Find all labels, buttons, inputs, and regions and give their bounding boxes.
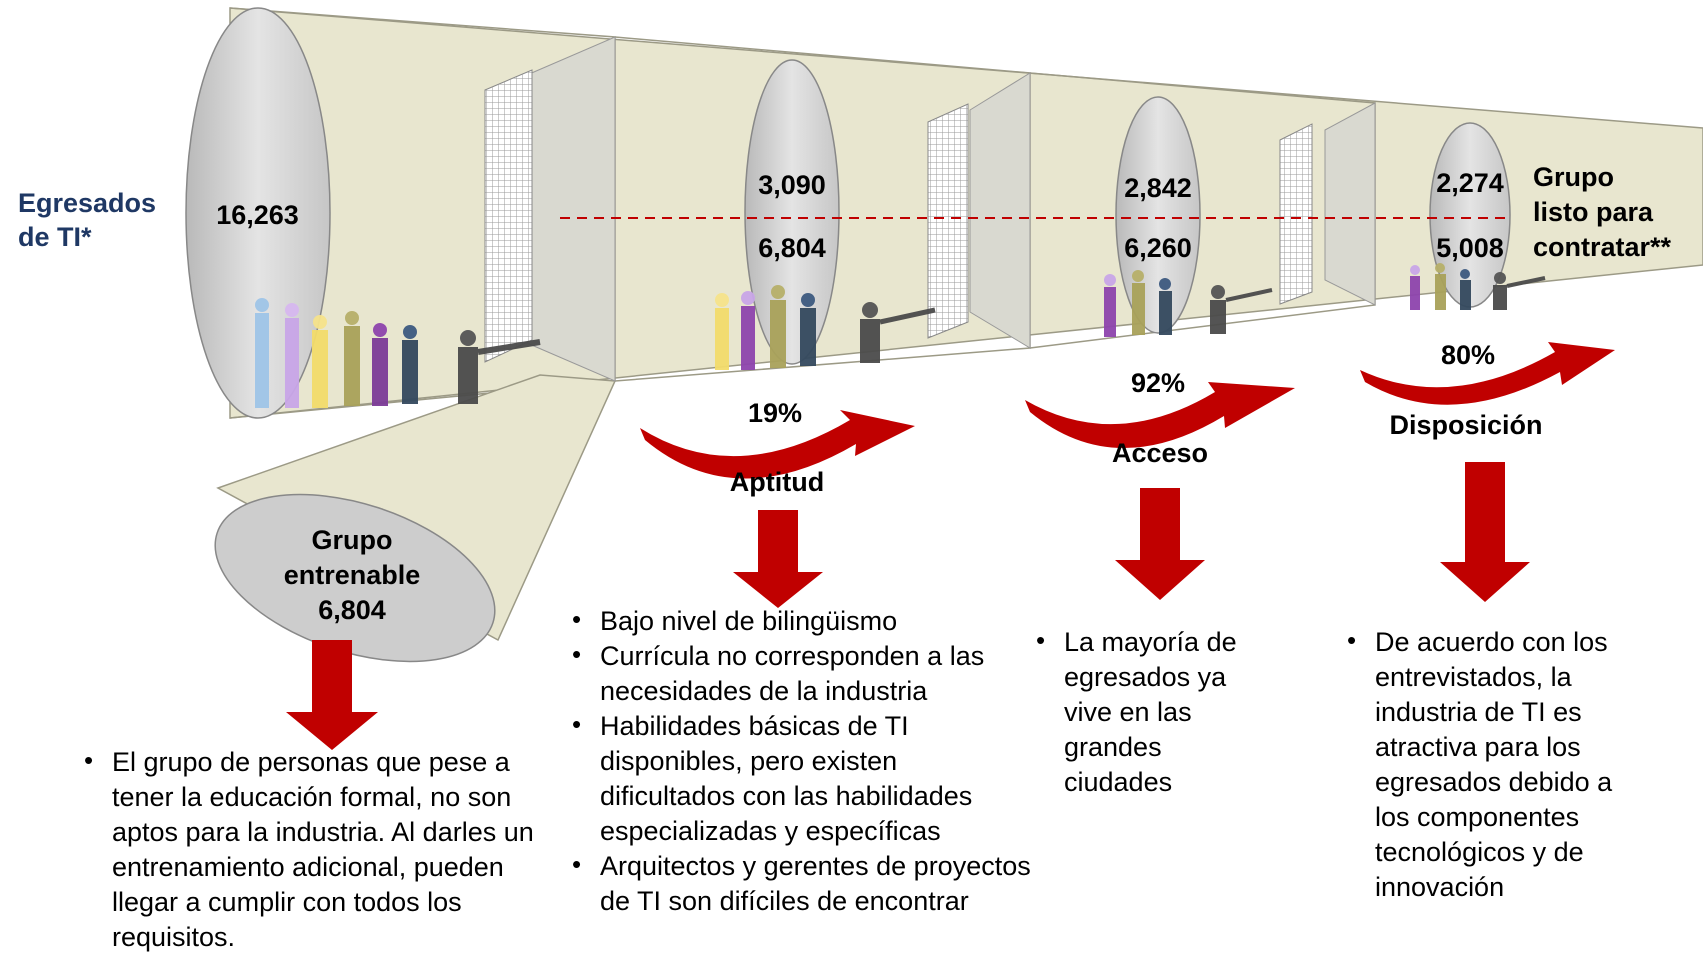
stage-1-top-value: 3,090 — [758, 170, 826, 200]
trainable-value: 6,804 — [318, 595, 386, 625]
trainable-line2: entrenable — [283, 560, 421, 590]
trainable-line1: Grupo — [311, 525, 393, 555]
people-group-1 — [255, 298, 541, 408]
disposicion-note-1: De acuerdo con los entrevistados, la ind… — [1341, 623, 1641, 905]
disposicion-notes: De acuerdo con los entrevistados, la ind… — [1341, 623, 1641, 905]
acceso-curve-arrow — [1025, 382, 1295, 449]
stage-2-top-value: 2,842 — [1124, 173, 1192, 203]
people-group-4 — [1410, 263, 1546, 310]
acceso-percent: 92% — [1130, 368, 1186, 398]
filter-grid-1 — [484, 69, 533, 363]
start-label-text: Egresados de TI* — [18, 188, 157, 252]
disposicion-percent: 80% — [1440, 340, 1496, 370]
stage-2-bottom-value: 6,260 — [1124, 233, 1192, 263]
people-group-3 — [1104, 270, 1273, 337]
aptitud-note-1: Bajo nivel de bilingüismo — [566, 602, 1036, 639]
disposicion-curve-arrow — [1360, 342, 1615, 405]
acceso-notes: La mayoría de egresados ya vive en las g… — [1030, 623, 1265, 800]
end-label: Grupo listo para contratar** — [1533, 160, 1671, 265]
trainable-notes: El grupo de personas que pese a tener la… — [78, 743, 538, 955]
end-label-line2: listo para — [1533, 197, 1654, 227]
aptitud-percent: 19% — [747, 398, 803, 428]
trainable-note-1: El grupo de personas que pese a tener la… — [78, 743, 538, 955]
filter-grid-2 — [927, 103, 969, 339]
stage-0-top-value: 16,263 — [216, 200, 299, 230]
acceso-label: Acceso — [1111, 438, 1209, 468]
people-group-2 — [715, 285, 936, 370]
aptitud-ellipse — [744, 59, 840, 365]
filter-panel-2 — [969, 72, 1031, 349]
aptitud-label: Aptitud — [729, 467, 825, 497]
acceso-ellipse — [1115, 96, 1201, 334]
aptitud-note-2: Currícula no corresponden a las necesida… — [566, 637, 1036, 709]
stage-1-bottom-value: 6,804 — [758, 233, 826, 263]
disposicion-down-arrow — [1440, 462, 1530, 602]
aptitud-note-4: Arquitectos y gerentes de proyectos de T… — [566, 847, 1036, 919]
disposicion-label: Disposición — [1389, 410, 1543, 440]
aptitud-notes: Bajo nivel de bilingüismo Currícula no c… — [566, 602, 1036, 919]
aptitud-note-3: Habilidades básicas de TI disponibles, p… — [566, 707, 1036, 849]
acceso-note-1: La mayoría de egresados ya vive en las g… — [1030, 623, 1265, 800]
filter-panel-3 — [1324, 102, 1376, 306]
trainable-down-arrow — [286, 640, 378, 750]
end-label-line1: Grupo — [1533, 162, 1614, 192]
trainable-label: Grupo entrenable 6,804 — [262, 523, 442, 628]
end-label-line3: contratar** — [1533, 232, 1672, 262]
aptitud-curve-arrow — [640, 410, 915, 479]
aptitud-down-arrow — [733, 510, 823, 608]
filter-panel-1 — [519, 36, 616, 382]
stage-3-bottom-value: 5,008 — [1436, 233, 1504, 263]
stage-3-top-value: 2,274 — [1436, 168, 1504, 198]
start-label: Egresados de TI* — [18, 186, 178, 254]
acceso-down-arrow — [1115, 488, 1205, 600]
filter-grid-3 — [1279, 123, 1313, 305]
